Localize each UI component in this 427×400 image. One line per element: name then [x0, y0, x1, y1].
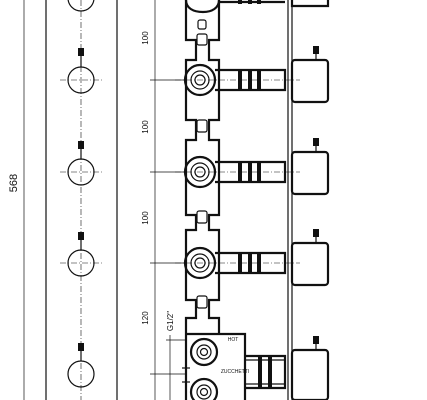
hot-label: HOT	[228, 337, 239, 343]
knob-2	[60, 48, 102, 94]
cartridge-top-partial	[219, 0, 285, 4]
wall-plate-side	[287, 0, 293, 400]
mixer-inlet-1	[189, 337, 219, 367]
handle-mixer	[290, 336, 330, 400]
knob-3	[60, 141, 102, 186]
handle-1	[290, 46, 330, 104]
spacing-bottom-label: 120	[141, 311, 150, 325]
fitting	[196, 119, 208, 133]
manifold-spine-right	[207, 0, 221, 334]
spacing-mid1-label: 100	[141, 120, 150, 134]
handle-top-partial	[290, 0, 330, 8]
fitting	[196, 295, 208, 309]
fitting	[196, 33, 208, 46]
cartridges	[175, 0, 300, 390]
knob-4	[60, 232, 102, 277]
manifold-spine-left	[184, 0, 198, 334]
handles-side	[290, 0, 330, 400]
handle-2	[290, 138, 330, 196]
spacing-dimensions: 100 100 100 120 G1/2"	[141, 0, 186, 400]
handle-3	[290, 229, 330, 287]
brand-label: ZUCCHETTI	[221, 369, 249, 375]
mixer-inlet-2	[189, 377, 219, 400]
mixer-body	[186, 332, 247, 400]
front-plate-view: 568	[8, 0, 118, 400]
manifold: HOT ZUCCHETTI	[182, 0, 249, 400]
cartridge-1	[175, 68, 300, 92]
valve-top-partial	[184, 0, 221, 14]
fitting	[196, 210, 208, 224]
overall-height-label: 568	[8, 174, 20, 192]
fitting	[197, 19, 207, 30]
knob-1	[67, 0, 95, 12]
cartridge-3	[175, 251, 300, 275]
knob-5	[67, 343, 95, 388]
cartridge-2	[175, 160, 300, 184]
thread-label: G1/2"	[166, 311, 175, 331]
cartridge-mixer	[245, 354, 287, 390]
spacing-top-label: 100	[141, 31, 150, 45]
spacing-mid2-label: 100	[141, 211, 150, 225]
